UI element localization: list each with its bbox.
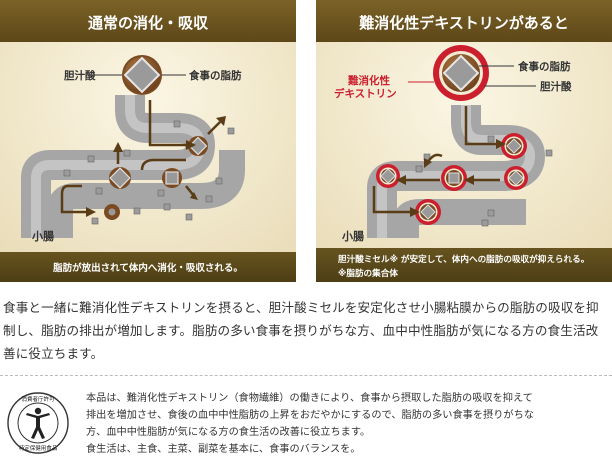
dextrin-micelle-small (501, 133, 527, 159)
arrow-heads (396, 139, 506, 217)
fat-micelle-small (109, 167, 131, 189)
foshu-badge: 消費者庁許可 特定保健用食品 (6, 391, 70, 455)
fat-micelle-small (104, 204, 120, 220)
description-text: 食事と一緒に難消化性デキストリンを摂ると、胆汁酸ミセルを安定化させ小腸粘膜からの… (3, 300, 599, 361)
arrow-heads (86, 116, 226, 217)
panel-title: 難消化性デキストリンがあると (359, 14, 569, 32)
fat-particles (415, 135, 553, 227)
dextrin-micelle-small (441, 165, 467, 191)
dextrin-micelle-main (433, 45, 489, 101)
caption-text: 脂肪が放出されて体内へ消化・吸収される。 (52, 262, 243, 274)
label-small-intestine: 小腸 (341, 229, 364, 243)
note-line: 本品は、難消化性デキストリン（食物繊維）の働きにより、食事から摂取した脂肪の吸収… (86, 393, 533, 404)
title-bar (316, 0, 612, 42)
panel-title: 通常の消化・吸収 (88, 14, 209, 32)
caption-bar (0, 252, 296, 282)
note-line: 食生活は、主食、主菜、副菜を基本に、食事のバランスを。 (86, 444, 361, 455)
label-bile-acid: 胆汁酸 (540, 80, 572, 93)
dextrin-micelle-small (376, 164, 400, 188)
title-bar (0, 0, 296, 42)
divider (0, 375, 612, 376)
badge-bottom-text: 特定保健用食品 (19, 444, 58, 452)
fat-micelle-main (122, 55, 162, 95)
note-line: 排出を増加させ、食後の血中中性脂肪の上昇をおだやかにするので、脂肪の多い食事を摂… (86, 410, 534, 421)
fat-micelle-small (162, 168, 182, 188)
dextrin-micelle-small (415, 199, 441, 225)
label-dextrin-line2: デキストリン (334, 87, 397, 100)
person-icon (26, 407, 50, 439)
approval-note: 本品は、難消化性デキストリン（食物繊維）の働きにより、食事から摂取した脂肪の吸収… (86, 390, 612, 458)
label-dextrin-line1: 難消化性 (347, 74, 390, 87)
panel-normal-digestion: 通常の消化・吸収 胆汁酸 食事の脂肪 (0, 0, 296, 282)
caption-text: 胆汁酸ミセル※ が安定して、体内への脂肪の吸収が抑えられる。 (338, 253, 589, 265)
fat-micelle-small (188, 136, 208, 156)
flow-arrows (372, 106, 500, 214)
flow-arrows (60, 100, 221, 214)
caption-bar (316, 248, 612, 282)
dextrin-micelle-small (504, 166, 528, 190)
note-line: 方、血中中性脂肪が気になる方の食生活の改善に役立ちます。 (86, 427, 371, 438)
label-bile-acid: 胆汁酸 (64, 69, 96, 82)
label-dietary-fat: 食事の脂肪 (517, 60, 571, 73)
label-small-intestine: 小腸 (31, 229, 54, 243)
badge-top-text: 消費者庁許可 (21, 395, 55, 403)
fat-particles (63, 120, 235, 225)
caption-footnote: ※脂肪の集合体 (338, 267, 398, 279)
panel-with-dextrin: 難消化性デキストリンがあると 食事の脂肪 胆汁酸 難消化性 デキストリン (316, 0, 612, 282)
label-dietary-fat: 食事の脂肪 (188, 69, 242, 82)
